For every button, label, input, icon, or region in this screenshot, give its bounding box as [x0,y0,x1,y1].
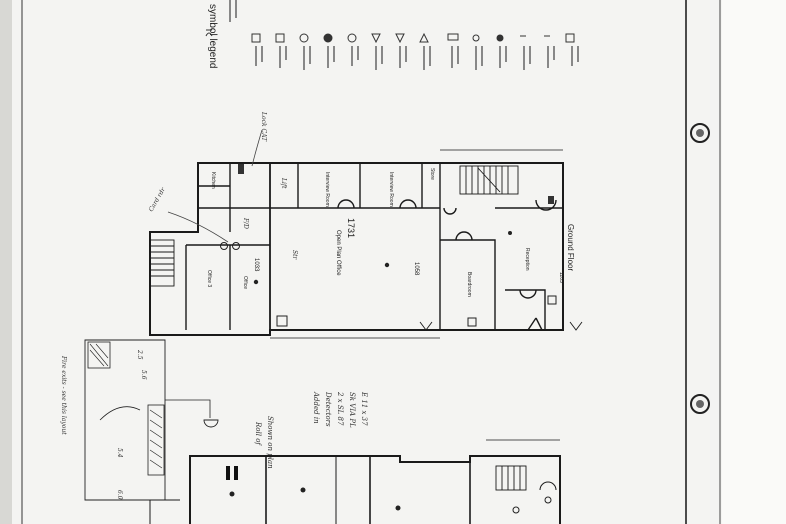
note-shown-on-plan: Shown on plan [266,416,274,469]
ff-partial-wall [149,499,180,524]
note-list-item-1: Detectors [324,391,332,427]
sketch-area [84,339,219,501]
punch-hole-bottom-inner [696,400,704,408]
binding-margin [722,0,786,524]
note-lock-leader [251,129,263,167]
label-kitchen: Kitchen [210,172,216,189]
ground-floor-plan [149,149,583,339]
door-3 [443,207,457,215]
note-lift: Lift [280,177,287,189]
sketch-lamp-symbol [203,419,219,428]
legend-symbol-10 [447,33,459,41]
sketch-hatch-box-2 [147,404,165,476]
label-open-plan-area: 1731 [346,218,356,238]
legend-symbol-4 [299,33,309,43]
note-list-item-4: E 11 x 37 [360,391,368,426]
legend-symbol-15 [565,33,575,43]
legend-symbol-12 [496,34,504,42]
legend-symbol-11 [472,34,480,42]
label-reception: Reception [524,248,530,271]
note-roll-of: Roll of [254,421,262,446]
note-stairs: Str [291,250,298,261]
stairs-left [149,239,175,287]
punch-hole-top-inner [696,129,704,137]
note-fire: F/D [242,217,249,229]
door-1 [337,199,355,209]
note-card-reader-leader [167,211,229,243]
plan-fixtures [220,164,557,327]
label-office-3: Office 3 [206,270,212,287]
ff-door [539,481,557,491]
section-mark-1 [419,321,433,331]
legend-text-lines [229,0,579,70]
scan-edge-left [0,0,12,524]
first-floor-fixtures [226,466,552,514]
door-4 [455,231,473,241]
dim-d: 6.0 [116,490,123,500]
section-mark-2 [569,321,583,331]
sketch-hatch-box-1 [87,341,111,369]
label-office3-area: 1033 [253,258,259,272]
legend-symbol-8 [395,33,405,44]
symbol-legend: symbol legend [205,0,579,70]
punch-hole-bottom [690,394,710,414]
floor-label: Ground Floor [566,224,575,271]
note-list-item-2: 2 x SL 87 [336,391,344,426]
legend-symbol-2 [251,33,261,43]
sketch-leader [165,399,211,418]
legend-symbol-3 [275,33,285,43]
first-floor-outer-wall [189,455,561,524]
door-2 [399,199,417,209]
door-5 [519,289,537,299]
note-added-in: Added in [312,391,320,424]
label-office-4: Office [242,276,248,289]
dim-a: 2.5 [136,349,143,360]
note-fire-exits: Fire exits - see this layout [60,355,67,435]
room-labels: Open Plan Office 1731 Interview Room Int… [206,168,575,297]
legend-symbol-5 [323,33,333,43]
label-boardroom-area: 1058 [413,262,419,276]
label-reception-area: 1103 [558,272,564,283]
legend-symbol-6 [347,33,357,43]
wall-reception-desk [505,289,546,330]
ff-stairs [495,465,527,491]
label-interview-room-1: Interview Room [324,172,330,207]
stairs-upper-right [459,165,519,195]
note-list-item-3: Sk VIA PL [348,392,356,428]
legend-symbol-1 [205,29,213,37]
dim-b: 5.6 [140,370,147,380]
legend-title: symbol legend [207,4,218,68]
punch-hole-top [690,123,710,143]
first-floor-plan [149,439,561,524]
legend-symbol-9 [419,32,429,43]
note-lock: Lock CAT [260,111,267,142]
sketch-handwritten: Fire exits - see this layout 2.5 5.6 5.4… [60,349,368,500]
sketch-outline [84,339,166,501]
dim-c: 5.4 [116,448,123,458]
note-card-reader: Card rdr [148,186,168,213]
label-open-plan-office: Open Plan Office [335,230,341,276]
label-interview-room-2: Interview Room [388,172,394,207]
label-boardroom: Boardroom [466,272,472,297]
label-store: Store [429,168,435,180]
door-entrance [527,317,543,331]
legend-symbol-7 [371,33,381,44]
wall-boardroom [440,239,496,330]
door-6 [535,199,557,211]
outer-wall [149,162,564,336]
